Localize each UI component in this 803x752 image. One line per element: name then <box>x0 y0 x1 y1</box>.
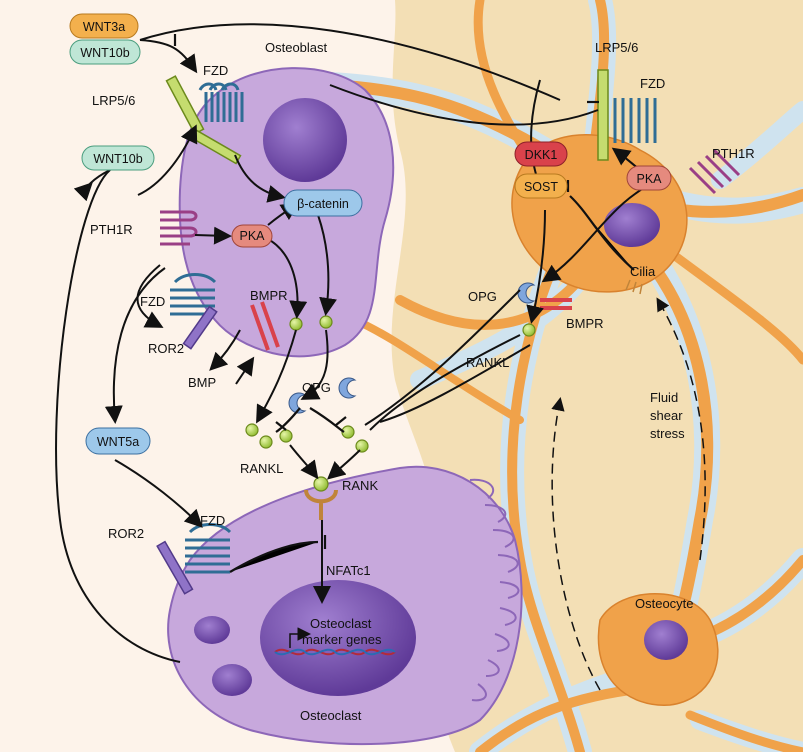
fluid-flow-arrows <box>551 297 706 691</box>
osteoclast-nucleus-left <box>194 616 230 644</box>
label-rank: RANK <box>342 478 378 493</box>
svg-text:WNT5a: WNT5a <box>97 435 139 449</box>
bmpr-receptor-right <box>540 298 572 310</box>
ror2-receptor-left <box>182 305 218 350</box>
ruffled-border <box>469 478 520 702</box>
sost-pill: SOST <box>514 173 568 199</box>
label-fluid-2: shear <box>650 408 683 423</box>
gene-arrow <box>289 627 311 648</box>
wnt10b-pill-left: WNT10b <box>81 145 155 171</box>
lrp56-receptor-left <box>165 75 205 135</box>
label-rankl-right: RANKL <box>466 355 509 370</box>
label-bmp: BMP <box>188 375 216 390</box>
label-fzd-right: FZD <box>640 76 665 91</box>
wnt3a-pill: WNT3a <box>69 13 139 39</box>
cilia <box>625 279 643 295</box>
label-fzd-osteoblast-top: FZD <box>203 63 228 78</box>
osteoclast-nucleus-main <box>260 580 416 696</box>
svg-text:β-catenin: β-catenin <box>297 197 349 211</box>
opg-crescent-right <box>517 282 536 304</box>
rank-receptor <box>304 489 338 520</box>
label-fluid-3: stress <box>650 426 685 441</box>
opg-crescent-center-2 <box>338 377 357 399</box>
pth1r-receptor-right <box>688 148 741 195</box>
label-cilia: Cilia <box>630 264 656 279</box>
ror2-receptor-osteoclast <box>156 540 194 595</box>
svg-text:WNT10b: WNT10b <box>80 46 129 60</box>
label-pth1r-right: PTH1R <box>712 146 755 161</box>
osteocyte-upper-nucleus <box>604 203 660 247</box>
label-osteoclast: Osteoclast <box>300 708 362 723</box>
svg-text:WNT3a: WNT3a <box>83 20 125 34</box>
wnt10b-pill-top: WNT10b <box>69 39 141 65</box>
label-pth1r-left: PTH1R <box>90 222 133 237</box>
label-fluid-1: Fluid <box>650 390 678 405</box>
label-bmpr-right: BMPR <box>566 316 604 331</box>
label-osteocyte: Osteocyte <box>635 596 694 611</box>
opg-crescent-center-1 <box>288 392 307 414</box>
label-marker-genes-2: marker genes <box>302 632 382 647</box>
pka-pill-right: PKA <box>626 165 672 191</box>
bmpr-receptor-left <box>250 301 280 351</box>
fzd-receptor-right <box>613 98 657 143</box>
fzd-receptor-osteoblast-top <box>198 82 244 122</box>
beta-catenin-pill: β-catenin <box>283 189 363 217</box>
label-lrp56-right: LRP5/6 <box>595 40 638 55</box>
osteocyte-lower-nucleus <box>644 620 688 660</box>
label-lrp56-left: LRP5/6 <box>92 93 135 108</box>
inhibition-marks <box>173 34 635 573</box>
label-fzd-osteoclast: FZD <box>200 513 225 528</box>
dna-helix <box>274 648 396 656</box>
lrp56-receptor-right <box>597 69 609 161</box>
pth1r-receptor-left <box>160 210 198 246</box>
fzd-receptor-osteoblast-low <box>170 273 217 316</box>
label-opg-center: OPG <box>302 380 331 395</box>
label-ror2-left: ROR2 <box>148 341 184 356</box>
svg-text:SOST: SOST <box>524 180 558 194</box>
osteoclast-nucleus-bottom <box>212 664 252 696</box>
svg-text:PKA: PKA <box>636 172 662 186</box>
svg-text:WNT10b: WNT10b <box>93 152 142 166</box>
osteoblast-nucleus <box>263 98 347 182</box>
label-bmpr-left: BMPR <box>250 288 288 303</box>
label-nfatc1: NFATc1 <box>326 563 371 578</box>
label-rankl-center: RANKL <box>240 461 283 476</box>
label-fzd-osteoblast-low: FZD <box>140 294 165 309</box>
label-marker-genes-1: Osteoclast <box>310 616 372 631</box>
dkk1-pill: DKK1 <box>514 141 568 167</box>
label-osteoblast: Osteoblast <box>265 40 328 55</box>
svg-text:DKK1: DKK1 <box>525 148 558 162</box>
label-ror2-osteoclast: ROR2 <box>108 526 144 541</box>
svg-text:PKA: PKA <box>239 229 265 243</box>
label-opg-right: OPG <box>468 289 497 304</box>
fzd-receptor-osteoclast <box>185 523 232 574</box>
wnt5a-pill: WNT5a <box>85 427 151 455</box>
pka-pill-left: PKA <box>231 224 273 248</box>
